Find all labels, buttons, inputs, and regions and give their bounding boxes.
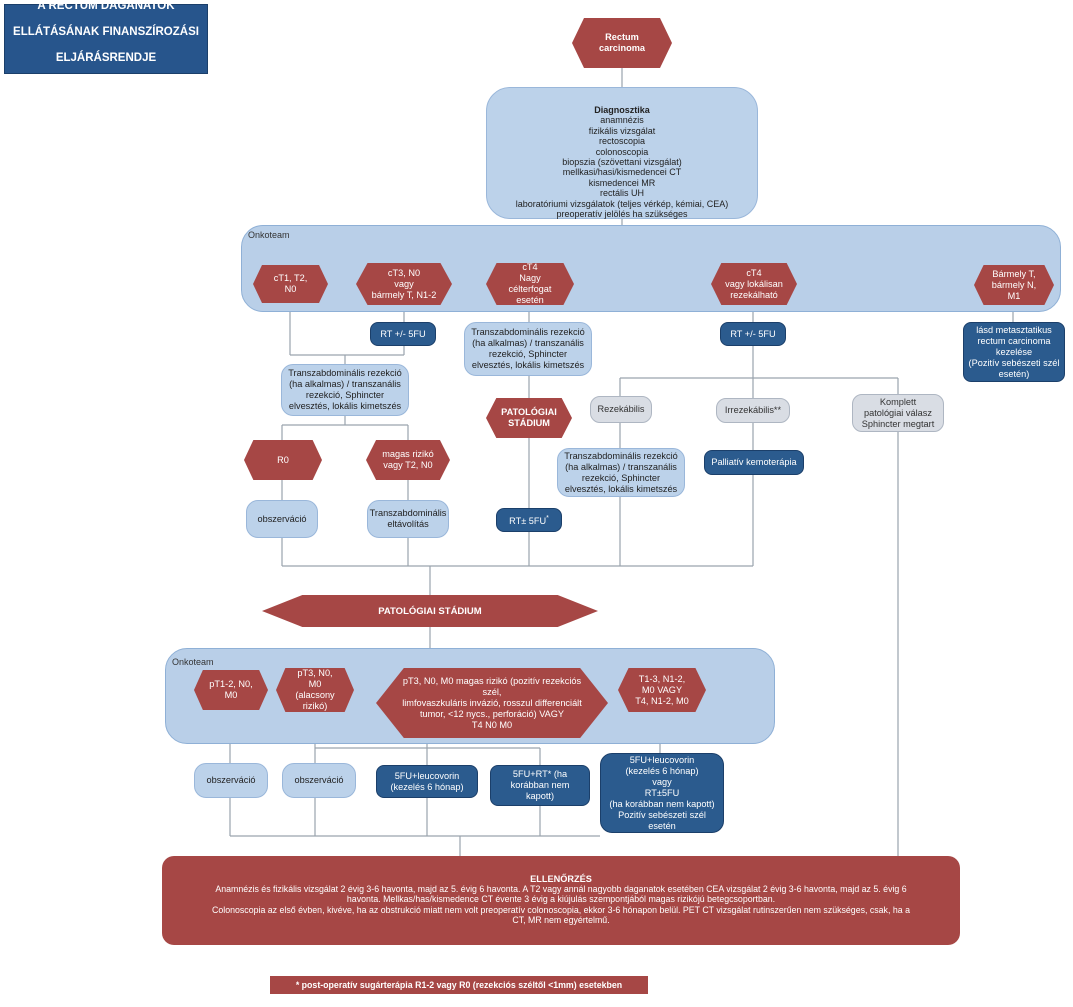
- rt-5fu-asterisk-content: RT± 5FU*: [509, 513, 549, 527]
- stage-label: pT1-2, N0, M0: [209, 679, 253, 700]
- metastatic-label: lásd metasztatikus rectum carcinoma keze…: [968, 324, 1060, 379]
- start-node-label: Rectum carcinoma: [599, 32, 645, 53]
- diag-item: rectoscopia: [598, 136, 646, 147]
- complete-response-label: Komplett patológiai válasz Sphincter meg…: [861, 396, 935, 429]
- observation-label: obszerváció: [294, 775, 344, 785]
- stage-label: cT3, N0 vagy bármely T, N1-2: [371, 267, 437, 300]
- high-risk-label: magas rizikó vagy T2, N0: [382, 449, 434, 470]
- observation-box-2: obszerváció: [194, 763, 268, 798]
- observation-label: obszerváció: [257, 513, 307, 524]
- control-heading: ELLENŐRZÉS: [530, 874, 592, 884]
- resection-label: Transzabdominális rezekció (ha alkalmas)…: [564, 450, 678, 494]
- observation-box-1: obszerváció: [246, 500, 318, 538]
- stage-ct1-t2-n0: cT1, T2, N0: [253, 265, 328, 303]
- fu-leucovorin-box: 5FU+leucovorin (kezelés 6 hónap): [376, 765, 478, 798]
- r0-label: R0: [277, 454, 289, 465]
- resection-box-right: Transzabdominális rezekció (ha alkalmas)…: [557, 448, 685, 497]
- stage-ct4-locally-resectable: cT4 vagy lokálisan rezekálható: [711, 263, 797, 305]
- metastatic-reference-box: lásd metasztatikus rectum carcinoma keze…: [963, 322, 1065, 382]
- resection-label: Transzabdominális rezekció (ha alkalmas)…: [288, 368, 402, 411]
- control-line: CT, MR nem egyértelmű.: [512, 914, 610, 925]
- palliative-label: Palliatív kemoterápia: [711, 457, 797, 467]
- control-box: ELLENŐRZÉS Anamnézis és fizikális vizsgá…: [162, 856, 960, 945]
- diag-item: preoperatív jelölés ha szükséges: [556, 209, 688, 220]
- onkoteam-label-1: Onkoteam: [248, 230, 290, 240]
- high-risk-node: magas rizikó vagy T2, N0: [366, 440, 450, 480]
- rt-5fu-asterisk-label: RT± 5FU: [509, 516, 547, 527]
- rt-5fu-asterisk-box: RT± 5FU*: [496, 508, 562, 532]
- pathology-stage-big: PATOLÓGIAI STÁDIUM: [262, 595, 598, 627]
- palliative-chemo-box: Palliatív kemoterápia: [704, 450, 804, 475]
- figure-title: A RECTUM DAGANATOK ELLÁTÁSÁNAK FINANSZÍR…: [4, 0, 208, 90]
- diag-item: fizikális vizsgálat: [588, 125, 656, 136]
- stage-pt3-high-risk: pT3, N0, M0 magas rizikó (pozitív rezekc…: [376, 668, 608, 738]
- onkoteam-label-2: Onkoteam: [172, 657, 214, 667]
- irresectable-label: Irrezekábilis**: [724, 405, 782, 415]
- stage-label: T1-3, N1-2, M0 VAGY T4, N1-2, M0: [635, 673, 689, 706]
- fu-complex-box: 5FU+leucovorin (kezelés 6 hónap) vagy RT…: [600, 753, 724, 833]
- resection-box-mid: Transzabdominális rezekció (ha alkalmas)…: [464, 322, 592, 376]
- stage-ct4-large-volume: cT4 Nagy célterfogat esetén: [486, 263, 574, 305]
- diag-item: laboratóriumi vizsgálatok (teljes vérkép…: [515, 198, 729, 209]
- removal-label: Transzabdominális eltávolítás: [369, 508, 447, 529]
- fu-complex-label: 5FU+leucovorin (kezelés 6 hónap) vagy RT…: [609, 754, 715, 831]
- observation-box-3: obszerváció: [282, 763, 356, 798]
- title-line-4: 2. ábra: [87, 78, 125, 90]
- fu-rt-box: 5FU+RT* (ha korábban nem kapott): [490, 765, 590, 806]
- resection-box-left: Transzabdominális rezekció (ha alkalmas)…: [281, 364, 409, 416]
- title-line-1: A RECTUM DAGANATOK: [37, 0, 175, 12]
- irresectable-box: Irrezekábilis**: [716, 398, 790, 423]
- onkoteam-panel-1: Onkoteam: [241, 225, 1061, 312]
- footnote-box: * post-operatív sugárterápia R1-2 vagy R…: [270, 976, 648, 994]
- abdominal-removal-box: Transzabdominális eltávolítás: [367, 500, 449, 538]
- stage-t1-3-n1-2: T1-3, N1-2, M0 VAGY T4, N1-2, M0: [618, 668, 706, 712]
- start-node-rectum-carcinoma: Rectum carcinoma: [572, 18, 672, 68]
- control-line: Anamnézis és fizikális vizsgálat 2 évig …: [215, 884, 907, 895]
- footnote-marker: *: [546, 514, 549, 522]
- fu-leucovorin-label: 5FU+leucovorin (kezelés 6 hónap): [390, 770, 464, 792]
- stage-any-t-any-n-m1: Bármely T, bármely N, M1: [974, 265, 1054, 305]
- footnote-text: * post-operatív sugárterápia R1-2 vagy R…: [295, 980, 623, 990]
- diag-item: anamnézis: [600, 115, 644, 126]
- stage-label: cT4 Nagy célterfogat esetén: [508, 262, 552, 305]
- stage-label: cT1, T2, N0: [273, 273, 308, 294]
- resection-label: Transzabdominális rezekció (ha alkalmas)…: [471, 327, 585, 370]
- rt-5fu-box-1: RT +/- 5FU: [370, 322, 436, 346]
- stage-ct3-n0: cT3, N0 vagy bármely T, N1-2: [356, 263, 452, 305]
- diagnostics-box: Diagnosztika anamnézis fizikális vizsgál…: [486, 87, 758, 219]
- resectable-box: Rezekábilis: [590, 396, 652, 423]
- pathology-stage-big-label: PATOLÓGIAI STÁDIUM: [378, 605, 482, 617]
- r0-node: R0: [244, 440, 322, 480]
- control-line: havonta. Mellkas/has/kismedence CT évent…: [346, 894, 776, 905]
- stage-pt3-low-risk: pT3, N0, M0 (alacsony rizikó): [276, 668, 354, 712]
- control-line: Colonoscopia az első évben, kivéve, ha a…: [212, 904, 910, 915]
- diag-item: kismedencei MR: [588, 177, 656, 188]
- diag-item: colonoscopia: [595, 146, 649, 157]
- rt-5fu-label: RT +/- 5FU: [730, 328, 776, 339]
- stage-label: cT4 vagy lokálisan rezekálható: [725, 267, 783, 300]
- diag-item: biopszia (szövettani vizsgálat): [562, 157, 682, 168]
- pathology-stage-small: PATOLÓGIAI STÁDIUM: [486, 398, 572, 438]
- rt-5fu-label: RT +/- 5FU: [380, 328, 426, 339]
- stage-pt1-2-n0-m0: pT1-2, N0, M0: [194, 670, 268, 710]
- title-line-2: ELLÁTÁSÁNAK FINANSZÍROZÁSI: [13, 26, 199, 38]
- complete-response-box: Komplett patológiai válasz Sphincter meg…: [852, 394, 944, 432]
- pathology-stage-label: PATOLÓGIAI STÁDIUM: [501, 407, 557, 428]
- stage-label: Bármely T, bármely N, M1: [991, 268, 1037, 301]
- diag-item: mellkasi/hasi/kismedencei CT: [562, 167, 682, 178]
- observation-label: obszerváció: [206, 775, 256, 785]
- rt-5fu-box-2: RT +/- 5FU: [720, 322, 786, 346]
- stage-label: pT3, N0, M0 magas rizikó (pozitív rezekc…: [402, 675, 582, 730]
- resectable-label: Rezekábilis: [597, 404, 645, 414]
- diag-item: rectális UH: [599, 188, 644, 199]
- fu-rt-label: 5FU+RT* (ha korábban nem kapott): [510, 769, 570, 801]
- title-line-3: ELJÁRÁSRENDJE: [55, 52, 157, 64]
- stage-label: pT3, N0, M0 (alacsony rizikó): [295, 668, 335, 711]
- diagnostics-heading: Diagnosztika: [594, 105, 650, 115]
